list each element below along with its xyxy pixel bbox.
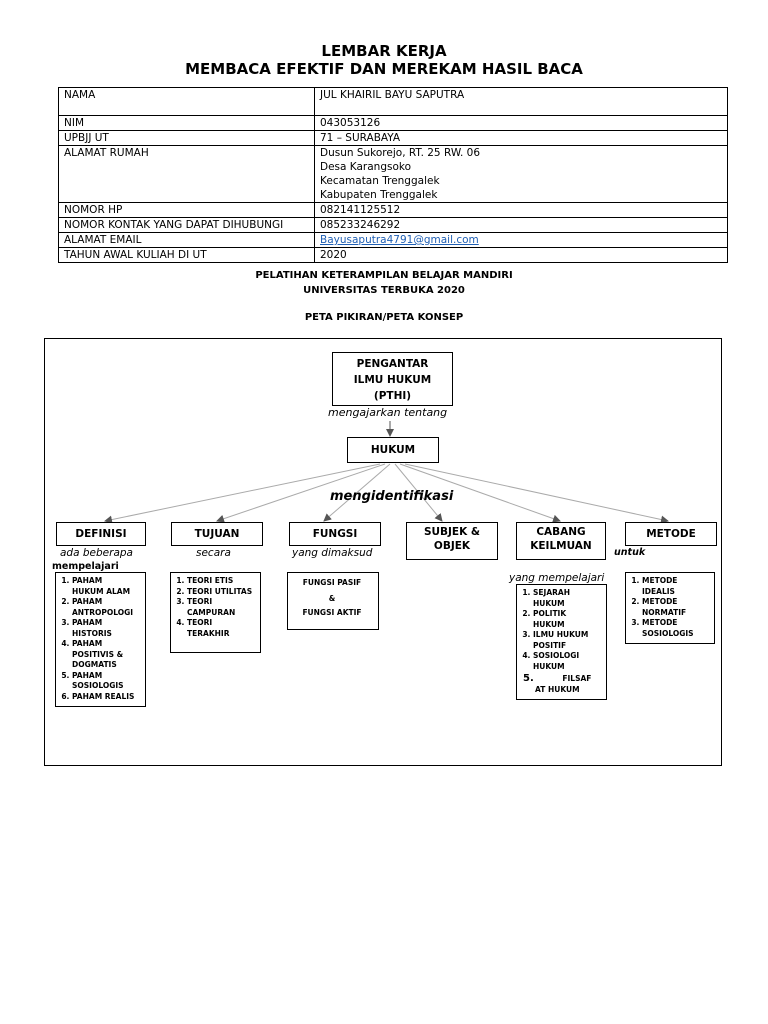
university-title: UNIVERSITAS TERBUKA 2020 [303, 285, 465, 296]
connector-hukum-tujuan [216, 463, 386, 523]
label-tahun: TAHUN AWAL KULIAH DI UT [58, 247, 315, 263]
connector-hukum-cabang [399, 463, 561, 523]
category-fungsi: FUNGSI [289, 522, 381, 546]
alamat-line: Dusun Sukorejo, RT. 25 RW. 06 [320, 147, 481, 159]
alamat-line: Kabupaten Trenggalek [320, 189, 438, 201]
list-item-cont: AT HUKUM [535, 685, 580, 694]
root-node-pthi: PENGANTAR ILMU HUKUM (PTHI) [332, 352, 453, 406]
list-item: TEORI UTILITAS [187, 587, 256, 598]
relation-identify: mengidentifikasi [330, 489, 454, 504]
fungsi-item: FUNGSI AKTIF [302, 608, 362, 617]
alamat-line: Kecamatan Trenggalek [320, 175, 440, 187]
worksheet-title: LEMBAR KERJA [321, 42, 447, 60]
category-cabang-keilmuan: CABANG KEILMUAN [516, 522, 606, 560]
student-info-table: NAMA JUL KHAIRIL BAYU SAPUTRA NIM 043053… [58, 87, 728, 263]
connector-hukum-fungsi [323, 463, 391, 522]
connector-hukum-definisi [104, 463, 381, 524]
fungsi-list: FUNGSI PASIF & FUNGSI AKTIF [287, 572, 379, 630]
fungsi-item: FUNGSI PASIF [302, 578, 362, 587]
list-item: TEORI ETIS [187, 576, 256, 587]
relation-definisi-2: mempelajari [52, 561, 119, 572]
root-line: PENGANTAR [356, 358, 429, 370]
value-tahun: 2020 [314, 247, 728, 263]
category-tujuan: TUJUAN [171, 522, 263, 546]
relation-fungsi: yang dimaksud [292, 547, 373, 559]
category-line: KEILMUAN [530, 540, 592, 552]
alamat-line: Desa Karangsoko [320, 161, 412, 173]
category-definisi: DEFINISI [56, 522, 146, 546]
category-line: CABANG [536, 526, 586, 538]
relation-tujuan: secara [196, 547, 231, 559]
category-line: OBJEK [433, 540, 471, 552]
category-metode: METODE [625, 522, 717, 546]
worksheet-subtitle: MEMBACA EFEKTIF DAN MEREKAM HASIL BACA [185, 60, 583, 78]
relation-definisi: ada beberapa [60, 547, 133, 559]
relation-root: mengajarkan tentang [328, 406, 448, 419]
relation-cabang: yang mempelajari [509, 572, 605, 584]
tujuan-list: TEORI ETIS TEORI UTILITAS TEORICAMPURAN … [170, 572, 261, 653]
list-item: PAHAM REALIS [72, 692, 141, 703]
value-kontak: 085233246292 [314, 217, 728, 233]
email-link[interactable]: Bayusaputra4791@gmail.com [320, 234, 479, 246]
list-item: 5. FILSAF [523, 673, 592, 684]
category-line: SUBJEK & [423, 526, 481, 538]
connector-hukum-subjek [394, 463, 443, 522]
training-title: PELATIHAN KETERAMPILAN BELAJAR MANDIRI [255, 270, 513, 281]
value-email[interactable]: Bayusaputra4791@gmail.com [314, 232, 728, 248]
relation-metode: untuk [614, 547, 646, 558]
concept-map-frame [44, 338, 722, 766]
root-line: ILMU HUKUM [353, 374, 432, 386]
category-subjek-objek: SUBJEK & OBJEK [406, 522, 498, 560]
value-nim: 043053126 [314, 115, 728, 131]
fungsi-and: & [328, 594, 336, 603]
hukum-node: HUKUM [347, 437, 439, 463]
label-alamat: ALAMAT RUMAH [58, 145, 315, 203]
connector-hukum-metode [404, 463, 669, 524]
root-line: (PTHI) [373, 390, 412, 402]
concept-map-title: PETA PIKIRAN/PETA KONSEP [304, 312, 464, 323]
